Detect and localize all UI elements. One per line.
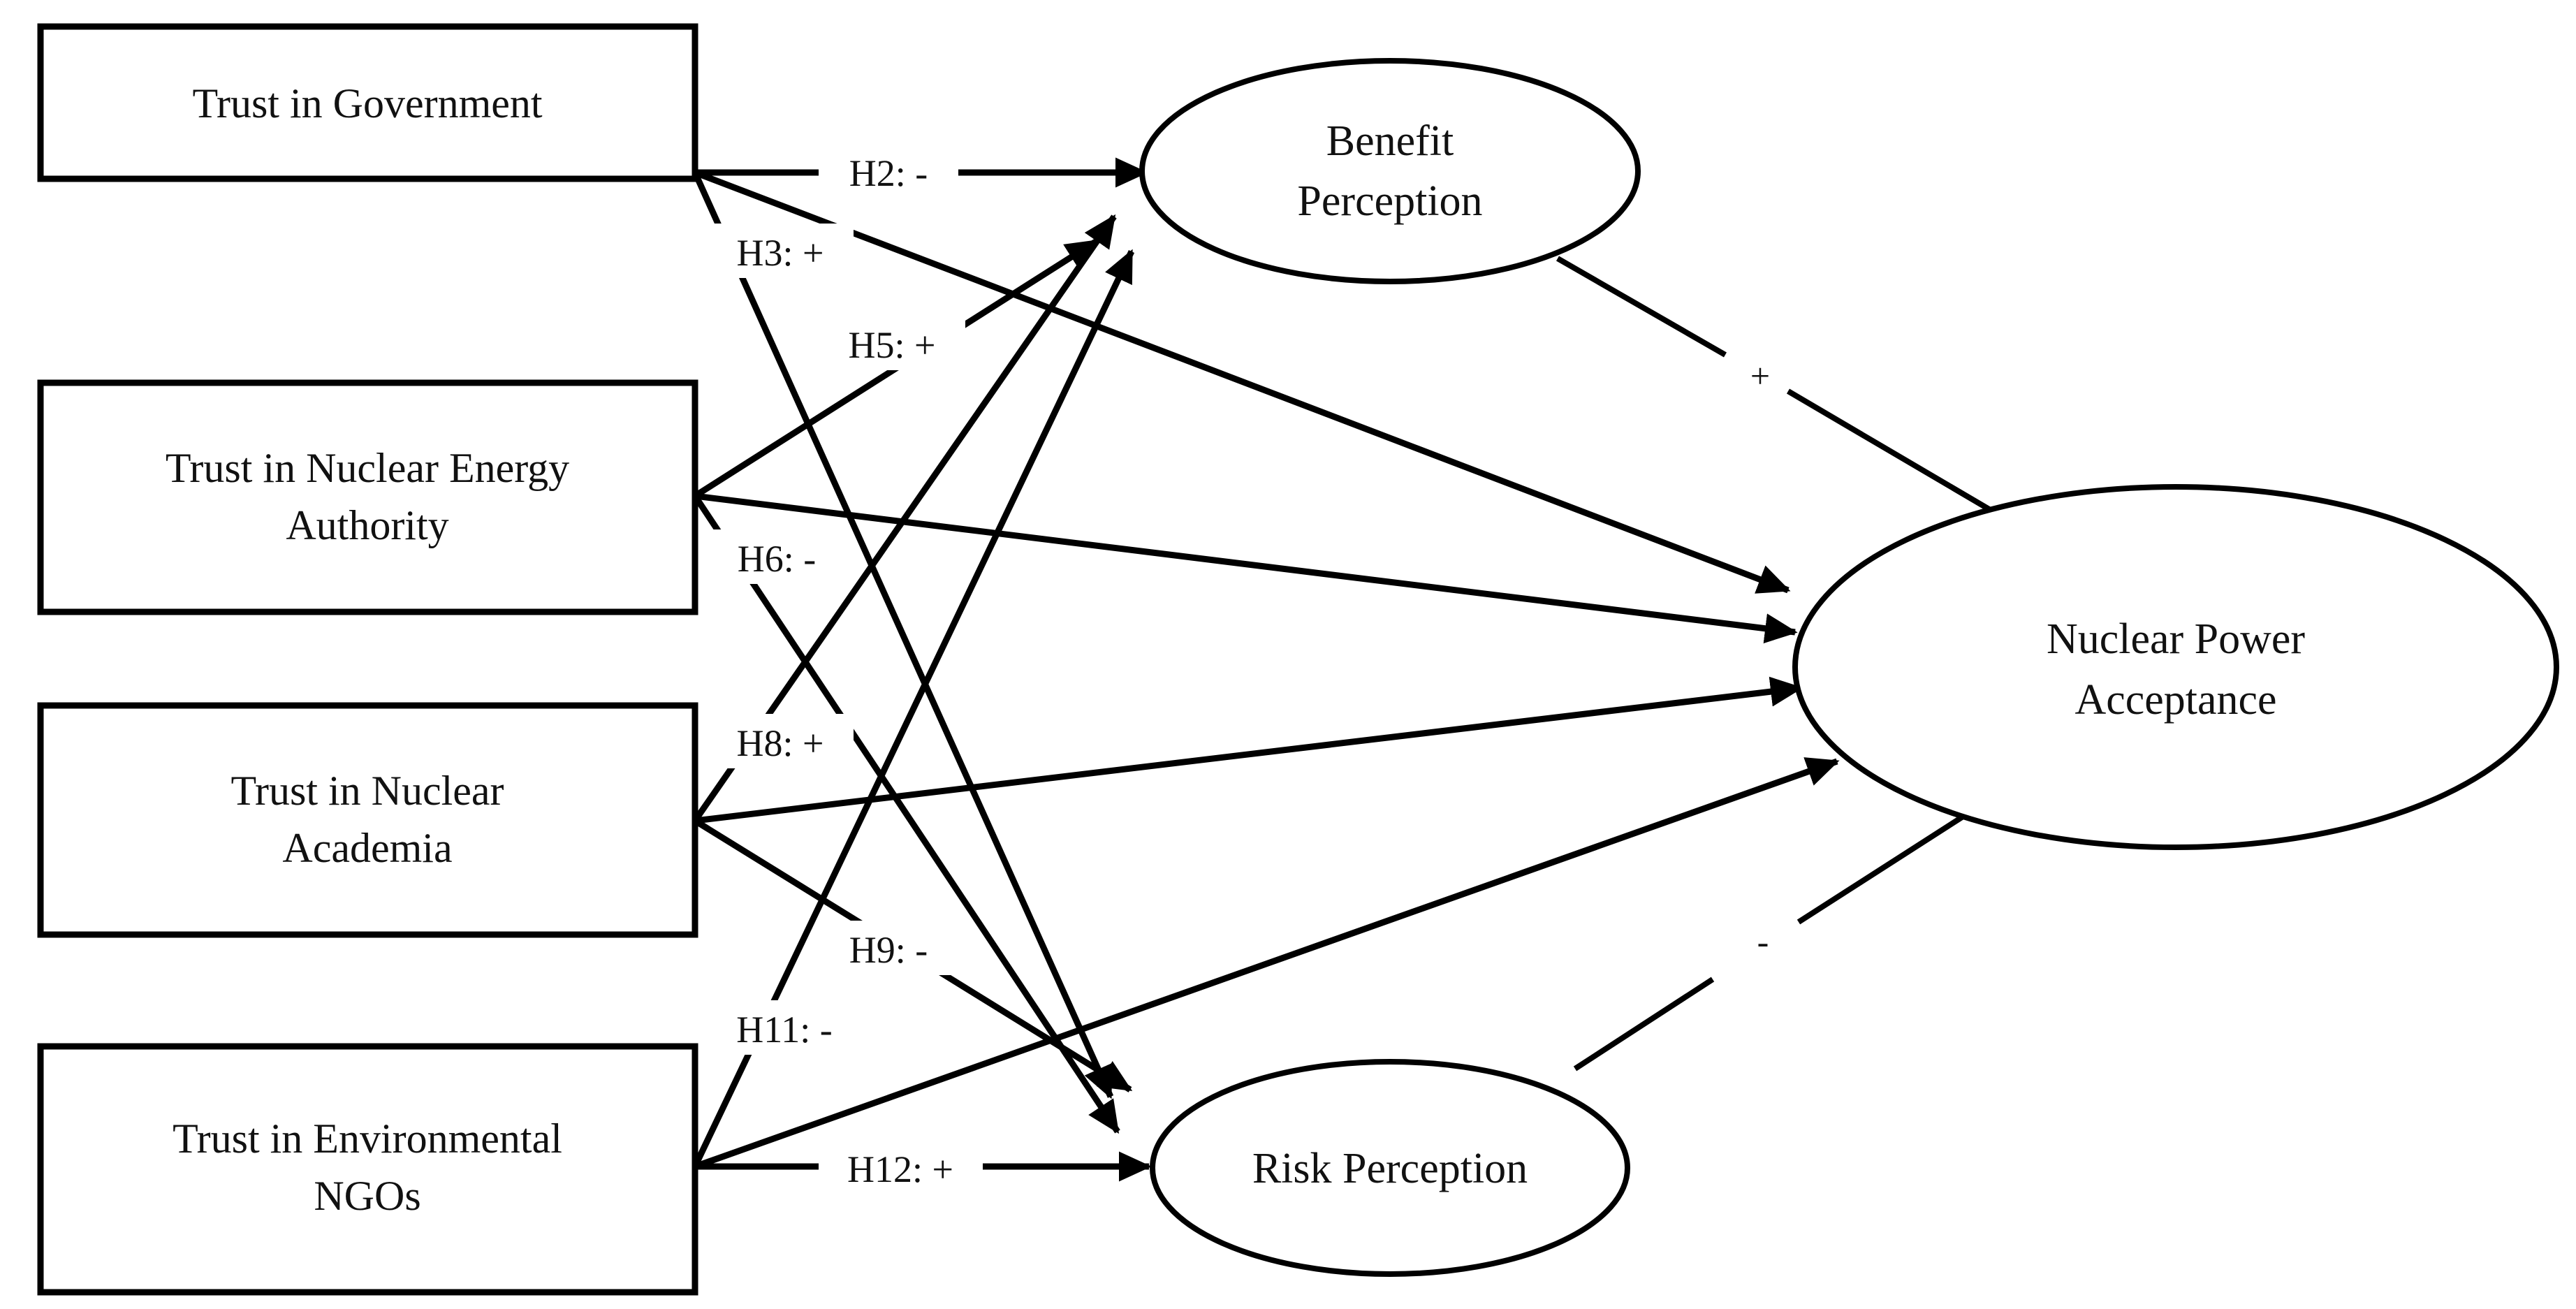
svg-text:H5: +: H5: + bbox=[849, 324, 936, 366]
edge-label-h12: H12: + bbox=[819, 1140, 983, 1194]
svg-text:H6: -: H6: - bbox=[738, 538, 816, 580]
node-benefit-perception[interactable]: Benefit Perception bbox=[1139, 58, 1641, 284]
edge-label-h8: H8: + bbox=[707, 714, 854, 768]
edge-label-h3: H3: + bbox=[707, 224, 854, 278]
edge-label-h11: H11: - bbox=[704, 1000, 865, 1055]
antecedent-box-trust-environmental-ngos[interactable]: Trust in Environmental NGOs bbox=[37, 1043, 698, 1296]
edge-ngos-to-acceptance bbox=[694, 757, 1840, 1170]
box-label-trust-nuclear-academia-line2: Academia bbox=[282, 825, 452, 871]
svg-text:H12: +: H12: + bbox=[847, 1148, 953, 1190]
node-risk-perception[interactable]: Risk Perception bbox=[1150, 1059, 1630, 1277]
svg-text:H3: +: H3: + bbox=[737, 232, 824, 274]
edge-label-h6: H6: - bbox=[707, 529, 847, 584]
node-label-risk-perception: Risk Perception bbox=[1252, 1145, 1528, 1192]
antecedent-box-trust-nuclear-authority[interactable]: Trust in Nuclear Energy Authority bbox=[37, 379, 698, 615]
edge-government-to-acceptance bbox=[694, 169, 1791, 594]
svg-text:+: + bbox=[1750, 356, 1770, 395]
edge-h3-government-to-risk bbox=[691, 171, 1114, 1099]
antecedent-box-trust-nuclear-academia[interactable]: Trust in Nuclear Academia bbox=[37, 702, 698, 938]
edge-h6-authority-to-risk bbox=[692, 494, 1120, 1134]
box-label-trust-nuclear-academia-line1: Trust in Nuclear bbox=[230, 768, 504, 814]
box-label-trust-environmental-ngos-line2: NGOs bbox=[314, 1173, 420, 1219]
svg-text:-: - bbox=[1757, 922, 1769, 961]
svg-text:H8: +: H8: + bbox=[737, 722, 824, 764]
node-label-nuclear-power-acceptance-line1: Nuclear Power bbox=[2047, 615, 2305, 663]
node-label-nuclear-power-acceptance-line2: Acceptance bbox=[2074, 676, 2276, 724]
box-label-trust-government: Trust in Government bbox=[192, 80, 542, 126]
svg-text:H9: -: H9: - bbox=[849, 929, 928, 971]
box-label-trust-nuclear-authority-line1: Trust in Nuclear Energy bbox=[166, 445, 569, 491]
edge-benefit-to-acceptance bbox=[1556, 256, 1727, 358]
svg-text:H2: -: H2: - bbox=[849, 152, 928, 194]
edge-label-h9: H9: - bbox=[819, 921, 958, 975]
edge-label-h5: H5: + bbox=[819, 316, 965, 370]
edge-benefit-to-acceptance-segment2 bbox=[1786, 388, 2010, 523]
edge-risk-to-acceptance bbox=[1573, 977, 1715, 1072]
box-label-trust-environmental-ngos-line1: Trust in Environmental bbox=[173, 1116, 562, 1162]
box-label-trust-nuclear-authority-line2: Authority bbox=[286, 502, 448, 548]
node-label-benefit-perception-line1: Benefit bbox=[1326, 117, 1454, 165]
node-nuclear-power-acceptance[interactable]: Nuclear Power Acceptance bbox=[1792, 484, 2559, 850]
edge-authority-to-acceptance bbox=[694, 492, 1798, 644]
sign-label-risk-to-acceptance: - bbox=[1757, 922, 1769, 961]
svg-text:H11: -: H11: - bbox=[736, 1009, 832, 1051]
edge-academia-to-acceptance bbox=[694, 676, 1803, 824]
node-label-benefit-perception-line2: Perception bbox=[1297, 177, 1482, 225]
edge-label-h2: H2: - bbox=[819, 145, 958, 198]
edge-risk-to-acceptance-segment2 bbox=[1796, 800, 1986, 925]
sign-label-benefit-to-acceptance: + bbox=[1750, 356, 1770, 395]
antecedent-box-trust-government[interactable]: Trust in Government bbox=[37, 23, 698, 182]
